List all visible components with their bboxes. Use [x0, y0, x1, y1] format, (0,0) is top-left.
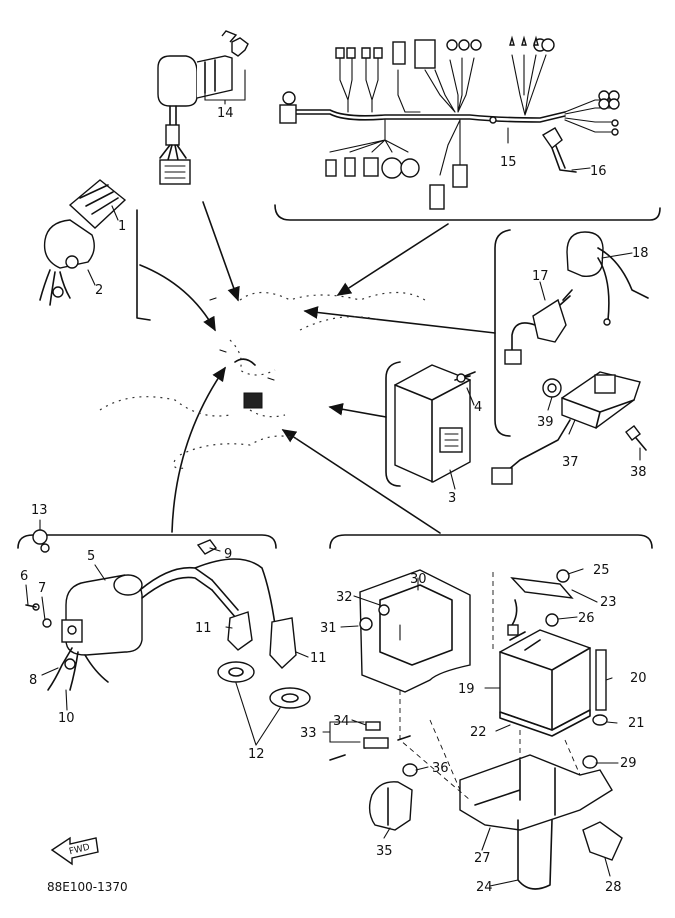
main-switch-assembly: [157, 30, 249, 185]
callout-19: 19: [458, 682, 475, 697]
regulator-assembly: [491, 371, 647, 485]
switch-unit: [504, 289, 573, 365]
callout-27: 27: [474, 851, 491, 866]
callout-8: 8: [29, 673, 37, 688]
arrow-harness: [336, 223, 449, 296]
callout-14: 14: [217, 106, 234, 121]
callout-9: 9: [224, 547, 232, 562]
callout-12: 12: [248, 747, 265, 762]
callout-20: 20: [630, 671, 647, 686]
arrow-switch-group: [139, 264, 216, 332]
callout-15: 15: [500, 155, 517, 170]
callout-5: 5: [87, 549, 95, 564]
handlebar-switch-assembly: [39, 179, 127, 306]
callout-22: 22: [470, 725, 487, 740]
callout-34: 34: [333, 714, 350, 729]
bracket-battery-group: [329, 534, 653, 549]
callout-3: 3: [448, 491, 456, 506]
callout-38: 38: [630, 465, 647, 480]
callout-18: 18: [632, 246, 649, 261]
arrow-cdi: [328, 402, 387, 418]
frame-sketch: [99, 291, 426, 469]
callout-16: 16: [590, 164, 607, 179]
callout-23: 23: [600, 595, 617, 610]
callout-labels: 1 2 3 4 5 6 7 8 9 10 11 11 12 13 14 15 1…: [20, 106, 649, 895]
callout-24: 24: [476, 880, 493, 895]
callout-36: 36: [432, 761, 449, 776]
callout-26: 26: [578, 611, 595, 626]
ignition-coil-assembly: [25, 529, 311, 709]
arrow-right-group: [303, 306, 496, 334]
callout-33: 33: [300, 726, 317, 741]
callout-37: 37: [562, 455, 579, 470]
callout-13: 13: [31, 503, 48, 518]
callout-10: 10: [58, 711, 75, 726]
switch-cover: [566, 231, 649, 326]
bracket-switch-group: [136, 209, 151, 321]
callout-4: 4: [474, 400, 482, 415]
wire-harness: [279, 35, 620, 210]
callout-2: 2: [95, 283, 103, 298]
callout-31: 31: [320, 621, 337, 636]
bracket-ignition-group: [17, 534, 277, 549]
front-marker-label: FWD: [68, 842, 91, 857]
arrow-main-switch: [202, 201, 240, 302]
callout-17: 17: [532, 269, 549, 284]
cdi-unit: [394, 364, 476, 483]
callout-39: 39: [537, 415, 554, 430]
bracket-harness-group: [274, 204, 661, 221]
callout-25: 25: [593, 563, 610, 578]
battery-assembly: [329, 569, 623, 890]
leader-lines: [25, 69, 641, 887]
front-marker: [50, 836, 99, 866]
callout-30: 30: [410, 572, 427, 587]
bracket-right-group: [494, 229, 511, 437]
callout-35: 35: [376, 844, 393, 859]
arrow-ignition: [171, 366, 226, 533]
callout-28: 28: [605, 880, 622, 895]
callout-7: 7: [38, 581, 46, 596]
callout-11b: 11: [310, 651, 327, 666]
drawing-code: 88E100-1370: [47, 880, 128, 894]
bracket-cdi-group: [385, 361, 401, 487]
callout-29: 29: [620, 756, 637, 771]
callout-6: 6: [20, 569, 28, 584]
arrow-battery: [281, 429, 441, 534]
callout-21: 21: [628, 716, 645, 731]
callout-1: 1: [118, 219, 126, 234]
callout-32: 32: [336, 590, 353, 605]
relay-connector: [541, 127, 577, 173]
callout-11a: 11: [195, 621, 212, 636]
